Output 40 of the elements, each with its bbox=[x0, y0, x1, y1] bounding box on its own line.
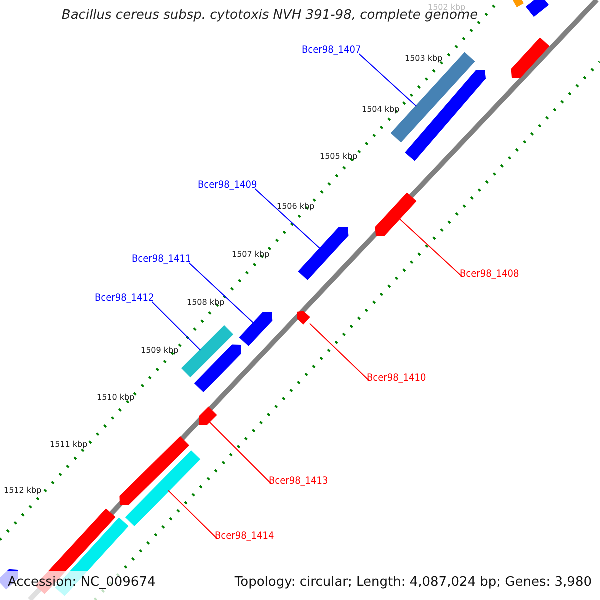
scale-label: 1504 kbp bbox=[362, 105, 400, 114]
gene-block bbox=[239, 311, 273, 347]
gene-block bbox=[119, 436, 190, 506]
gene-label: Bcer98_1409 bbox=[198, 180, 258, 191]
genome-info: Topology: circular; Length: 4,087,024 bp; Genes: 3,980 bbox=[234, 575, 592, 590]
gene-block bbox=[375, 192, 417, 236]
gene-label: Bcer98_1408 bbox=[460, 269, 520, 280]
gene-block bbox=[511, 37, 550, 78]
scale-label: 1510 kbp bbox=[97, 393, 135, 402]
gene-block bbox=[405, 70, 487, 162]
leader-line bbox=[358, 54, 418, 107]
leader-line bbox=[254, 188, 321, 250]
gene-label: Bcer98_1414 bbox=[215, 531, 274, 542]
leader-line bbox=[309, 323, 370, 381]
gene-block bbox=[194, 344, 242, 393]
gene-block bbox=[296, 311, 311, 325]
scale-label: 1506 kbp bbox=[277, 202, 315, 211]
scale-label: 1505 kbp bbox=[320, 152, 358, 161]
scale-label: 1508 kbp bbox=[187, 298, 225, 307]
leader-line bbox=[152, 302, 202, 352]
gene-label: Bcer98_1412 bbox=[95, 293, 154, 304]
scale-label: 1511 kbp bbox=[50, 440, 88, 449]
accession-text: Accession: NC_009674 bbox=[8, 575, 156, 590]
scale-label: 1512 kbp bbox=[4, 486, 42, 495]
leader-line bbox=[208, 421, 272, 484]
gene-label: Bcer98_1407 bbox=[302, 45, 362, 56]
gene-block bbox=[298, 227, 349, 281]
gene-label: Bcer98_1413 bbox=[269, 476, 328, 487]
gene-block bbox=[181, 325, 234, 378]
scale-label: 1507 kbp bbox=[232, 250, 270, 259]
scale-label: 1509 kbp bbox=[141, 346, 179, 355]
scale-label: 1503 kbp bbox=[405, 54, 443, 63]
leader-line bbox=[398, 218, 462, 277]
leader-line bbox=[188, 262, 254, 324]
gene-label: Bcer98_1411 bbox=[132, 254, 192, 265]
leader-line bbox=[168, 490, 218, 539]
gene-label: Bcer98_1410 bbox=[367, 373, 426, 384]
gene-block bbox=[125, 450, 201, 527]
gene-block bbox=[199, 406, 218, 425]
gene-block bbox=[525, 0, 550, 18]
